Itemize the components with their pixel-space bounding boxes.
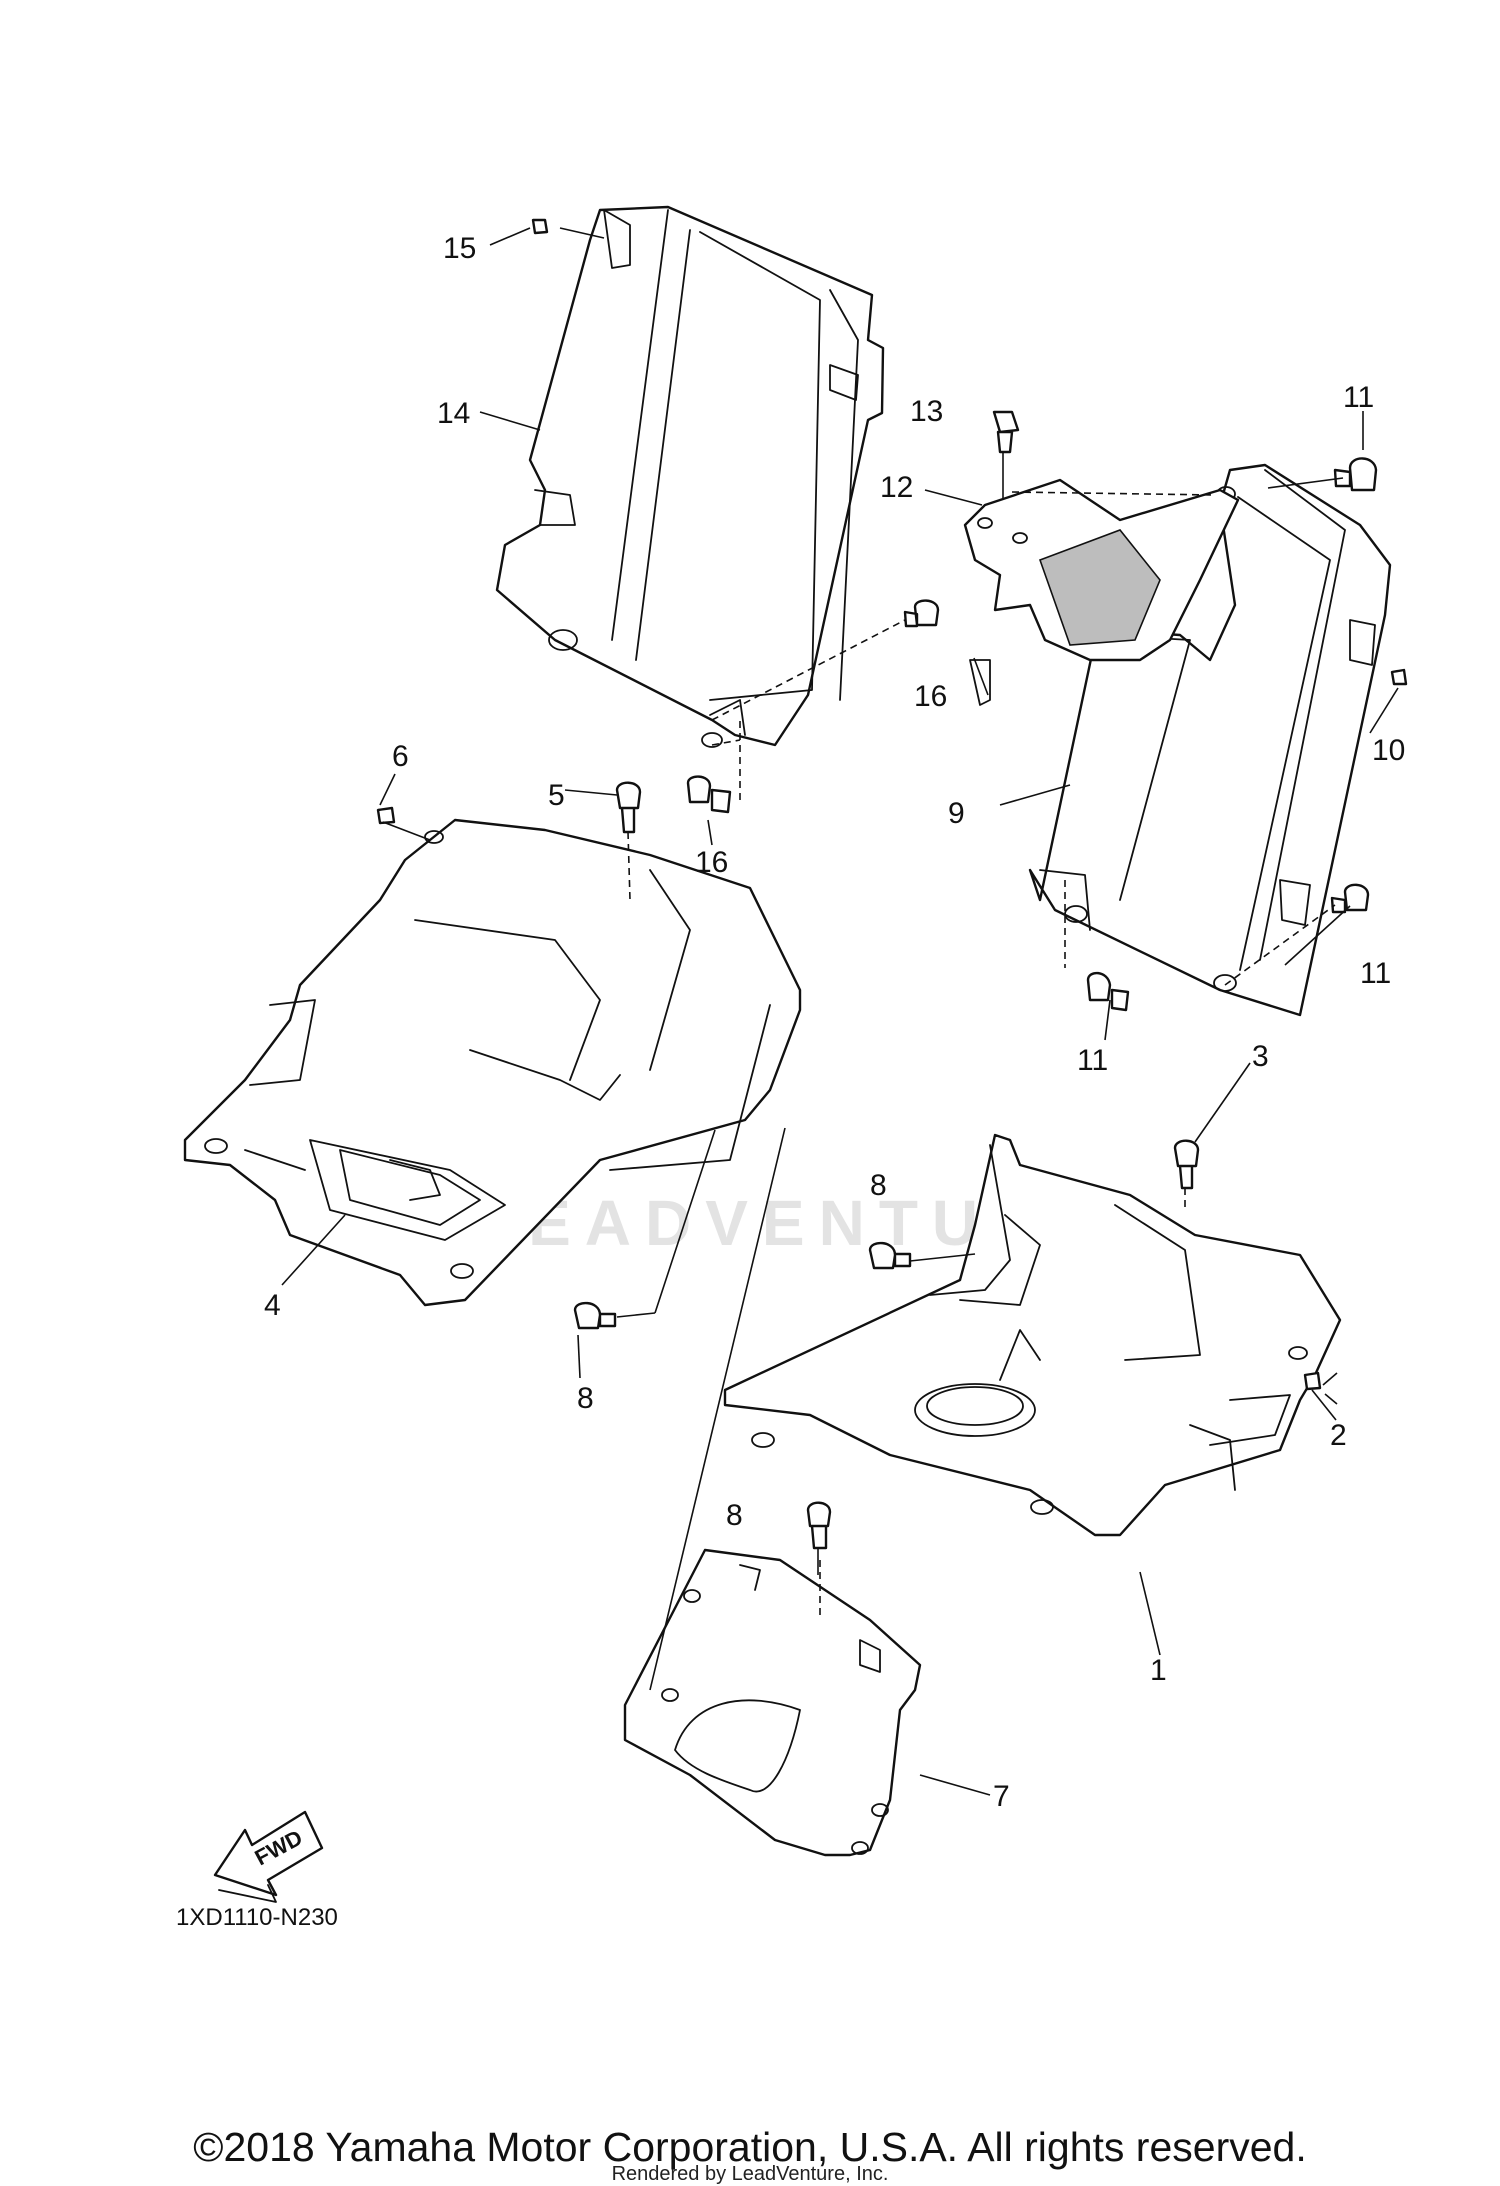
clip-2 xyxy=(1303,1371,1322,1391)
callout-8-upper: 8 xyxy=(870,1169,887,1202)
rendered-by-note: Rendered by LeadVenture, Inc. xyxy=(611,2163,889,2185)
callout-11-bottom: 11 xyxy=(1077,1044,1108,1077)
callout-16-lower: 16 xyxy=(695,846,728,879)
callout-2: 2 xyxy=(1330,1419,1347,1452)
clip-6 xyxy=(376,806,396,825)
bolt-3 xyxy=(1173,1139,1200,1190)
callout-8-left: 8 xyxy=(577,1382,594,1415)
part-14-panel xyxy=(495,205,885,748)
callout-7: 7 xyxy=(993,1780,1010,1813)
callout-8-lower: 8 xyxy=(726,1499,743,1532)
callout-10: 10 xyxy=(1372,734,1405,767)
fasteners xyxy=(376,218,1408,1550)
clip-15 xyxy=(531,218,549,235)
rivet-8-upper xyxy=(868,1241,912,1270)
rivet-8-left xyxy=(573,1301,617,1330)
screw-16-lower xyxy=(686,775,732,814)
clip-10 xyxy=(1390,668,1408,686)
screw-11-top xyxy=(1333,457,1378,492)
bolt-5 xyxy=(615,781,642,834)
rivet-8-lower xyxy=(806,1501,832,1550)
callout-15: 15 xyxy=(443,232,476,265)
diagram-code: 1XD1110-N230 xyxy=(176,1904,338,1931)
part-7-guard xyxy=(623,1548,922,1857)
callout-16-upper: 16 xyxy=(914,680,947,713)
screw-11-right xyxy=(1330,883,1370,914)
part-4-floor-pan xyxy=(183,818,802,1307)
callout-4: 4 xyxy=(264,1289,281,1322)
callout-13: 13 xyxy=(910,395,943,428)
callout-11-right: 11 xyxy=(1360,957,1391,990)
copyright-notice: ©2018 Yamaha Motor Corporation, U.S.A. A… xyxy=(193,2124,1307,2170)
callout-5: 5 xyxy=(548,779,565,812)
callout-12: 12 xyxy=(880,471,913,504)
bolt-13 xyxy=(992,410,1020,454)
screw-11-bottom xyxy=(1086,971,1130,1012)
leader-lines xyxy=(281,227,1399,1796)
callout-1: 1 xyxy=(1150,1654,1167,1687)
part-12-bracket xyxy=(963,478,1240,706)
part-1-floor-pan xyxy=(723,1133,1342,1537)
callouts: 1 2 3 4 5 6 7 8 8 8 9 10 11 11 11 12 13 … xyxy=(264,232,1405,1813)
callout-3: 3 xyxy=(1252,1040,1269,1073)
callout-14: 14 xyxy=(437,397,470,430)
callout-11-top: 11 xyxy=(1343,381,1374,414)
screw-16-upper xyxy=(903,599,940,628)
callout-6: 6 xyxy=(392,740,409,773)
callout-9: 9 xyxy=(948,797,965,830)
fwd-arrow: FWD xyxy=(213,1810,324,1903)
